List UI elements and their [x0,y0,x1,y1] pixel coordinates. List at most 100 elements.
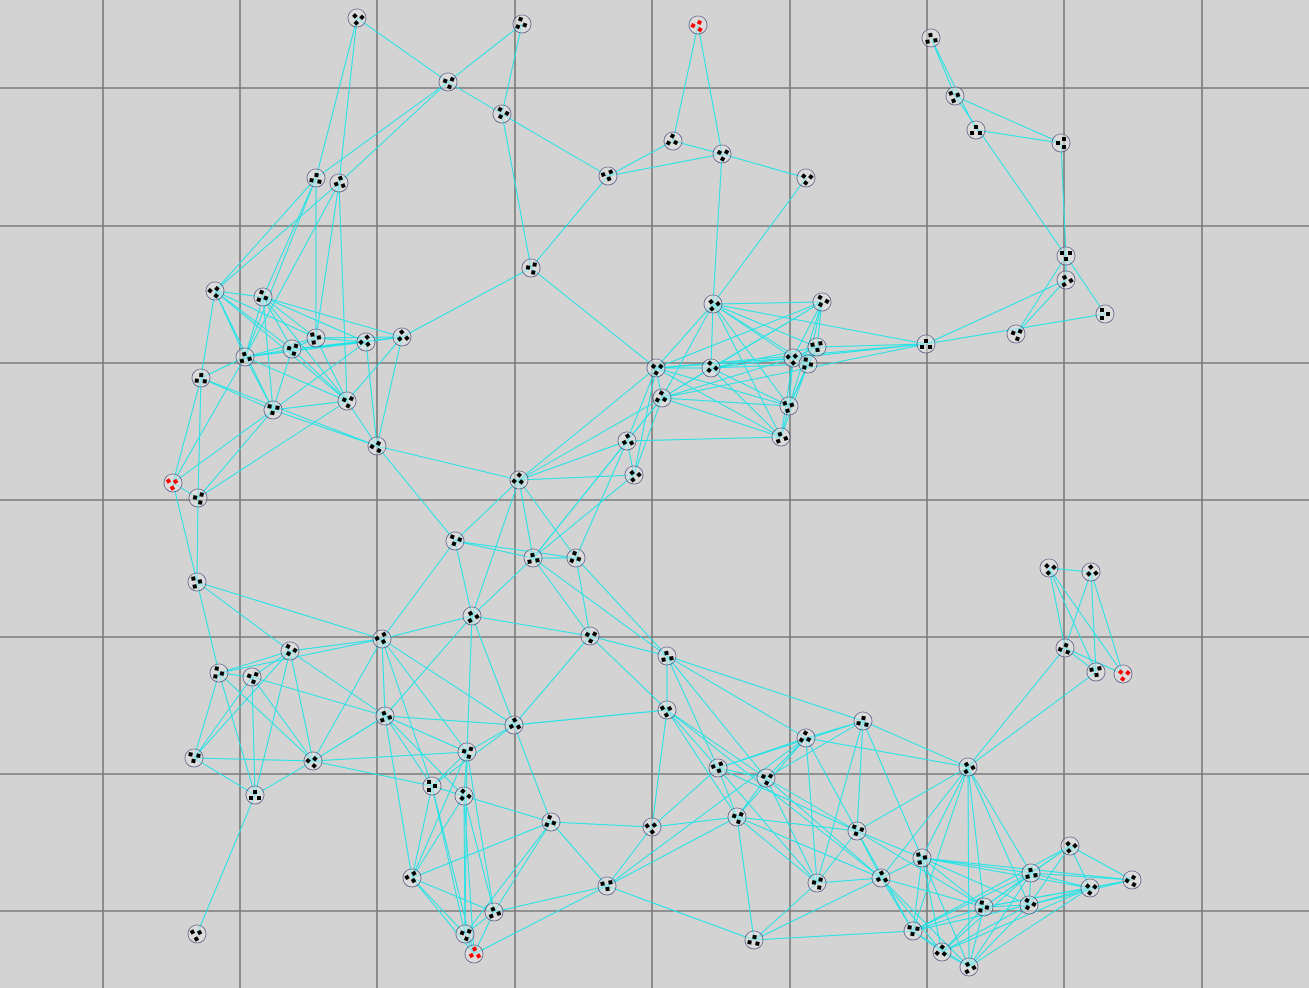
graph-node[interactable] [652,388,672,408]
graph-node[interactable] [1051,133,1071,153]
graph-node[interactable] [187,924,207,944]
graph-node[interactable] [598,166,618,186]
graph-node[interactable] [163,473,183,493]
graph-node[interactable] [504,715,524,735]
graph-node[interactable] [306,168,326,188]
graph-node[interactable] [347,8,367,28]
graph-node[interactable] [242,667,262,687]
graph-node[interactable] [282,339,302,359]
graph-node[interactable] [783,348,803,368]
graph-node[interactable] [959,957,979,977]
graph-node[interactable] [521,258,541,278]
graph-node[interactable] [646,358,666,378]
graph-node[interactable] [916,334,936,354]
graph-node[interactable] [1056,270,1076,290]
graph-node[interactable] [1056,246,1076,266]
graph-node[interactable] [708,758,728,778]
graph-node[interactable] [966,120,986,140]
graph-node[interactable] [188,488,208,508]
graph-node[interactable] [187,572,207,592]
graph-node[interactable] [779,396,799,416]
graph-node[interactable] [484,902,504,922]
graph-node[interactable] [688,15,708,35]
graph-node[interactable] [280,641,300,661]
graph-node[interactable] [796,168,816,188]
graph-node[interactable] [617,431,637,451]
graph-node[interactable] [205,281,225,301]
graph-node[interactable] [392,327,412,347]
node-layer[interactable] [163,8,1142,977]
graph-node[interactable] [744,930,764,950]
graph-node[interactable] [657,646,677,666]
graph-node[interactable] [771,427,791,447]
graph-node[interactable] [541,812,561,832]
graph-node[interactable] [796,728,816,748]
graph-node[interactable] [191,368,211,388]
graph-node[interactable] [853,711,873,731]
graph-node[interactable] [1060,836,1080,856]
graph-node[interactable] [329,173,349,193]
graph-node[interactable] [566,548,586,568]
graph-node[interactable] [701,358,721,378]
graph-node[interactable] [1055,638,1075,658]
graph-node[interactable] [624,465,644,485]
graph-node[interactable] [235,347,255,367]
graph-node[interactable] [1039,558,1059,578]
graph-node[interactable] [402,868,422,888]
graph-node[interactable] [253,287,273,307]
graph-node[interactable] [184,748,204,768]
graph-node[interactable] [1006,324,1026,344]
graph-node[interactable] [457,742,477,762]
graph-node[interactable] [523,548,543,568]
graph-node[interactable] [209,663,229,683]
graph-node[interactable] [445,531,465,551]
graph-node[interactable] [847,821,867,841]
graph-node[interactable] [727,807,747,827]
graph-node[interactable] [303,751,323,771]
graph-node[interactable] [512,14,532,34]
graph-node[interactable] [871,868,891,888]
graph-node[interactable] [798,354,818,374]
graph-node[interactable] [356,332,376,352]
graph-node[interactable] [580,626,600,646]
graph-node[interactable] [438,72,458,92]
graph-node[interactable] [703,294,723,314]
graph-node[interactable] [812,292,832,312]
graph-node[interactable] [1122,870,1142,890]
graph-node[interactable] [1113,664,1133,684]
graph-node[interactable] [756,768,776,788]
graph-node[interactable] [375,706,395,726]
graph-node[interactable] [642,817,662,837]
graph-node[interactable] [422,776,442,796]
graph-node[interactable] [945,86,965,106]
graph-node[interactable] [958,757,978,777]
graph-node[interactable] [1021,863,1041,883]
graph-node[interactable] [462,606,482,626]
graph-node[interactable] [464,944,484,964]
graph-node[interactable] [1081,562,1101,582]
graph-node[interactable] [807,337,827,357]
graph-node[interactable] [492,104,512,124]
graph-node[interactable] [509,470,529,490]
graph-node[interactable] [597,876,617,896]
graph-node[interactable] [807,873,827,893]
graph-node[interactable] [263,400,283,420]
graph-node[interactable] [1019,895,1039,915]
graph-node[interactable] [1095,304,1115,324]
graph-node[interactable] [912,848,932,868]
graph-node[interactable] [712,144,732,164]
graph-node[interactable] [1080,878,1100,898]
graph-node[interactable] [337,391,357,411]
graph-node[interactable] [306,328,326,348]
graph-node[interactable] [454,786,474,806]
graph-node[interactable] [903,921,923,941]
graph-node[interactable] [932,942,952,962]
graph-node[interactable] [1086,662,1106,682]
graph-node[interactable] [372,629,392,649]
graph-node[interactable] [921,28,941,48]
graph-node[interactable] [663,131,683,151]
graph-node[interactable] [455,924,475,944]
graph-node[interactable] [657,700,677,720]
